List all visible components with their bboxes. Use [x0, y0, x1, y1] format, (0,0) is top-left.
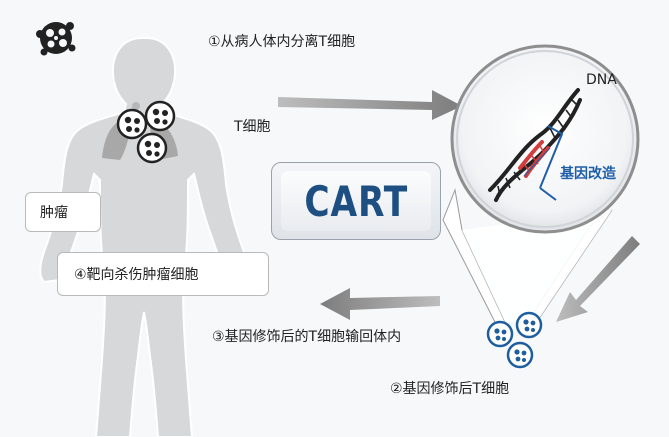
dna-helix [488, 88, 582, 202]
step4-label-box: ④靶向杀伤肿瘤细胞 [57, 252, 269, 296]
arrow-to-modified-cells [556, 236, 640, 322]
magnifier-funnel [442, 188, 613, 329]
step3-label: ③基因修饰后的T细胞输回体内 [212, 329, 402, 345]
tcell-group-chest [116, 100, 176, 164]
human-body [39, 37, 249, 437]
step4-label: ④靶向杀伤肿瘤细胞 [74, 267, 199, 283]
cart-badge-inner: CART [281, 171, 431, 231]
tumor-label-box: 肿瘤 [25, 192, 101, 232]
modified-tcell-group [486, 311, 543, 369]
arrow-to-magnifier [278, 90, 462, 120]
cell-cluster-icon [36, 22, 76, 56]
cart-title: CART [304, 176, 408, 226]
dna-label: DNA [586, 72, 617, 88]
arrow-back-to-body [320, 288, 440, 320]
tcell-label: T细胞 [234, 119, 271, 135]
tumor-label: 肿瘤 [40, 205, 68, 221]
step2-label: ②基因修饰后T细胞 [390, 381, 510, 397]
step1-label: ①从病人体内分离T细胞 [208, 34, 356, 50]
gene-modification-label: 基因改造 [560, 166, 616, 182]
magnifier-circle [450, 44, 640, 234]
cart-badge: CART [271, 162, 441, 240]
